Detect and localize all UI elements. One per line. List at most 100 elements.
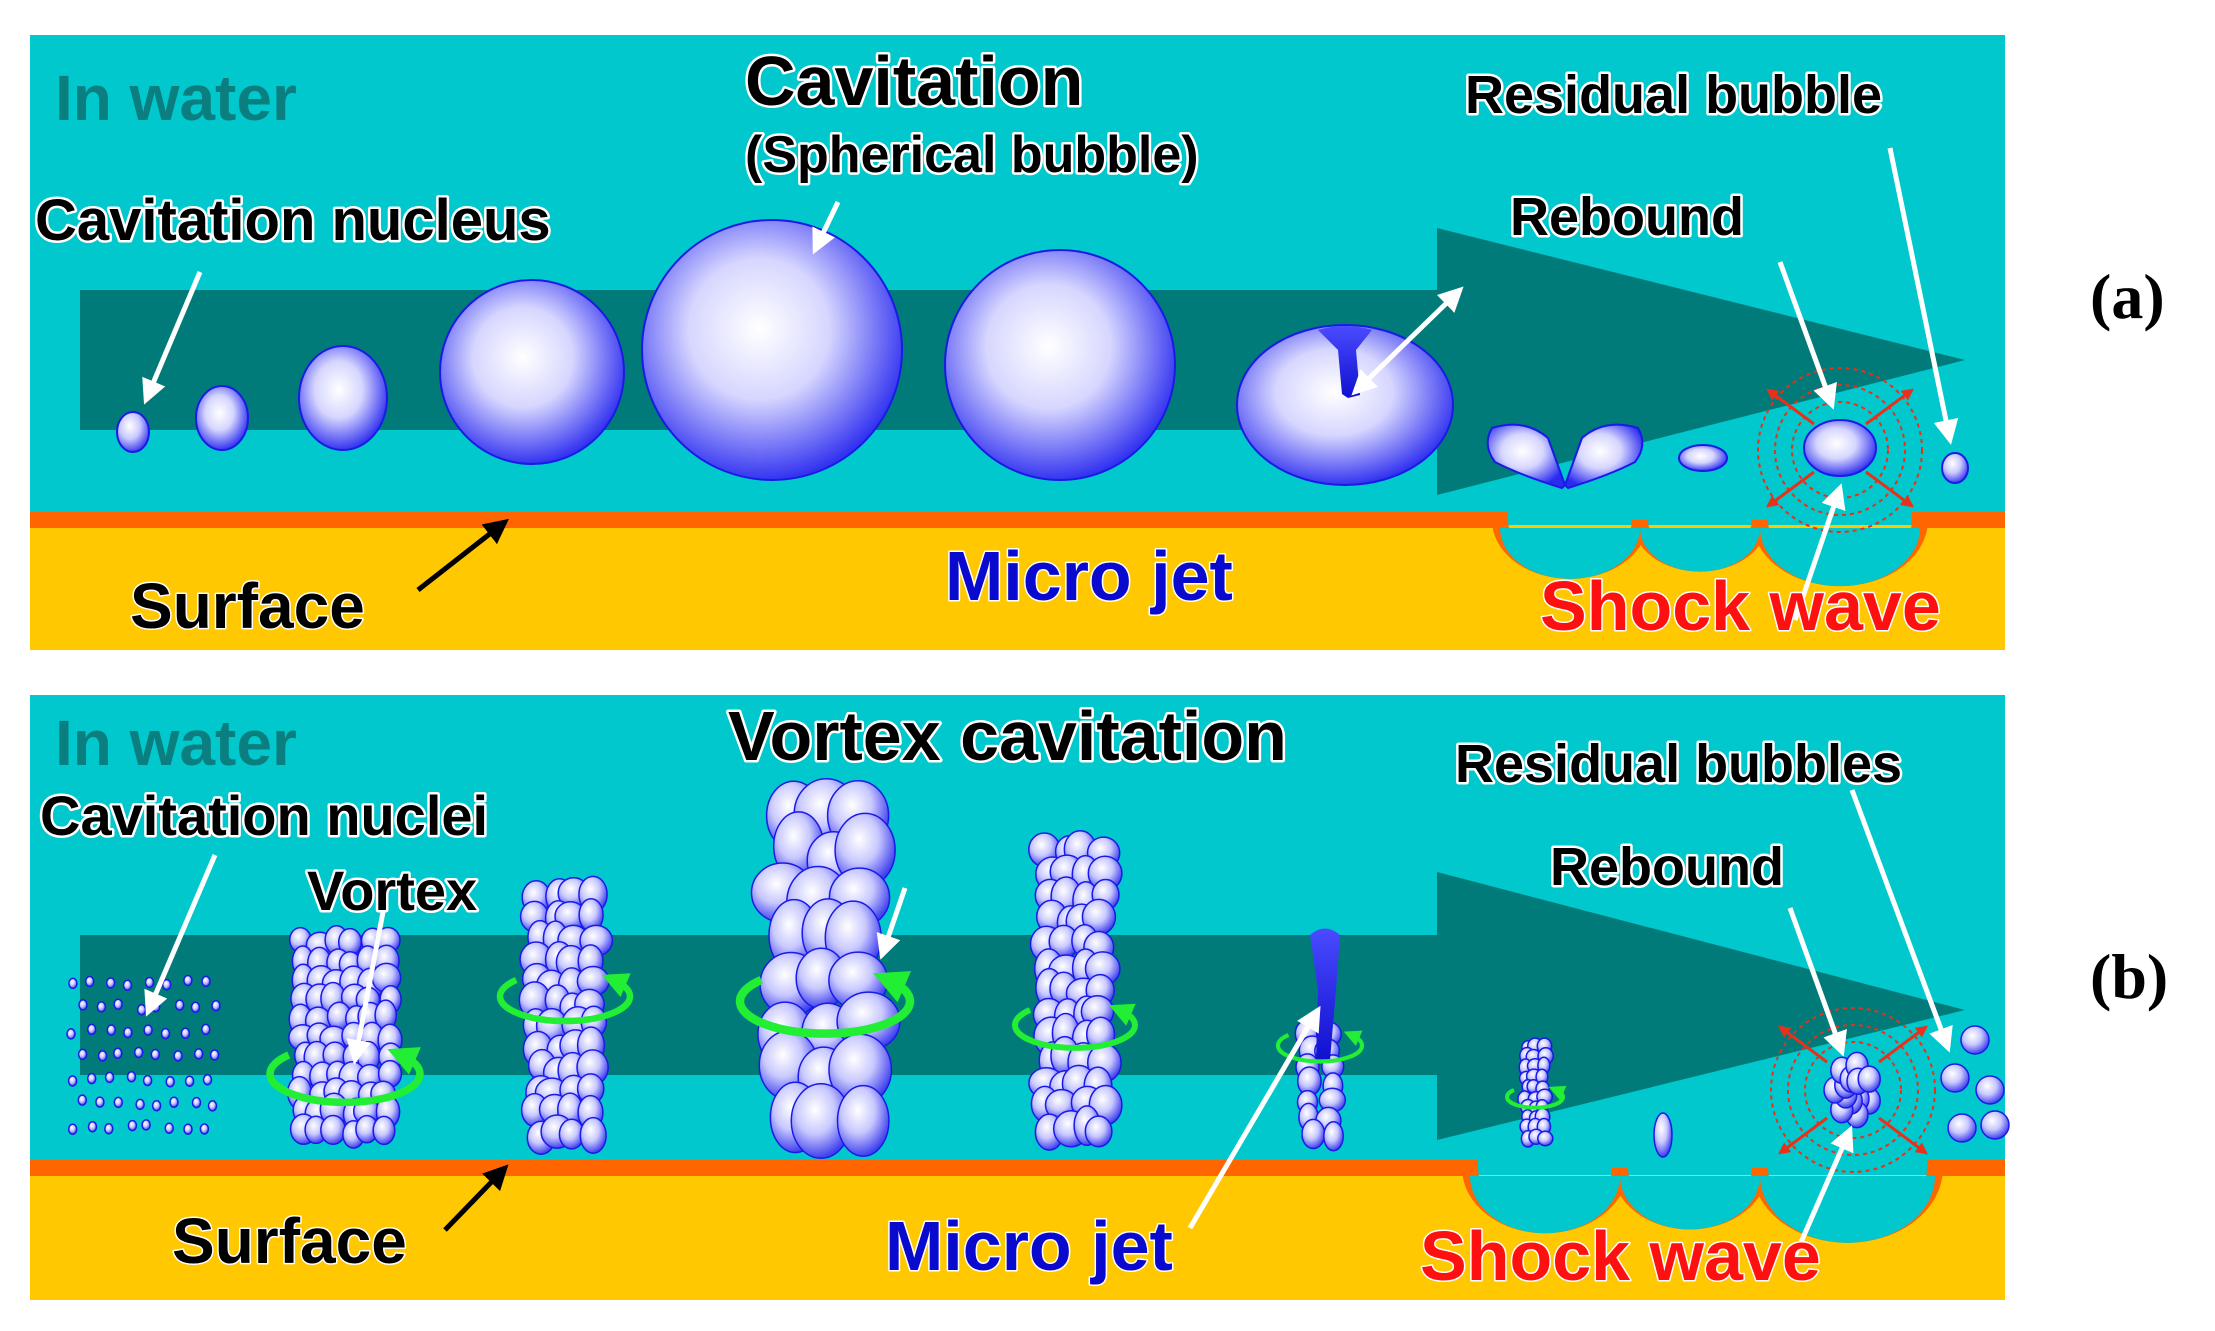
nucleus-dot	[104, 1123, 114, 1135]
green-curved-arrow-icon	[1275, 1030, 1365, 1064]
cluster-bubble	[1301, 1118, 1326, 1150]
nucleus-dot	[211, 999, 221, 1012]
cluster-bubble	[1537, 1130, 1554, 1147]
label-surface: Surface	[172, 1205, 407, 1277]
label-cavitation-sub: (Spherical bubble)	[745, 126, 1199, 184]
label-cavitation-title: Cavitation	[745, 42, 1083, 120]
nucleus-dot	[142, 1074, 153, 1087]
shock-ring-outer	[1757, 367, 1923, 533]
nucleus-dot	[173, 1050, 183, 1062]
nucleus-dot	[126, 1071, 137, 1083]
nucleus-dot	[150, 1048, 161, 1061]
label-shock-wave: Shock wave	[1420, 1217, 1821, 1295]
cluster-bubble	[320, 1114, 347, 1146]
bubble-large	[439, 279, 625, 465]
bubble-max	[641, 219, 903, 481]
nucleus-dot	[190, 1001, 201, 1014]
nucleus-dot	[87, 1121, 98, 1133]
cluster-bubble	[1857, 1065, 1881, 1093]
nucleus-dot	[151, 1099, 162, 1112]
nucleus-dot	[122, 979, 133, 992]
nucleus-dot	[161, 978, 172, 991]
black-arrow-icon	[416, 518, 509, 592]
nucleus-dot	[68, 977, 78, 990]
nucleus-dot	[136, 1004, 147, 1016]
nucleus-dot	[165, 1076, 175, 1088]
label-residual: Residual bubble	[1465, 65, 1882, 125]
nucleus-dot	[106, 1024, 117, 1036]
nucleus-dot	[123, 1026, 133, 1039]
nucleus-dot	[113, 998, 123, 1011]
nucleus-dot	[113, 1096, 124, 1109]
bubble-residual	[1960, 1025, 1990, 1055]
bubble-residual-group	[1940, 1025, 2010, 1143]
nucleus-dot	[199, 1123, 210, 1135]
nucleus-dot	[191, 1096, 202, 1109]
nucleus-dot	[202, 1074, 213, 1086]
nucleus-dot	[95, 1096, 105, 1108]
label-cavitation-nuclei: Cavitation nuclei	[40, 784, 488, 847]
label-shock-wave: Shock wave	[1540, 567, 1941, 645]
label-rebound: Rebound	[1550, 837, 1784, 897]
nucleus-dot	[174, 999, 185, 1011]
nucleus-dot	[113, 1047, 123, 1060]
nucleus-dot	[66, 1028, 76, 1040]
white-arrow-icon	[142, 147, 1959, 621]
nucleus-dot	[209, 1049, 220, 1061]
nucleus-dot	[135, 1098, 145, 1111]
nucleus-dot	[96, 1001, 107, 1013]
label-micro-jet: Micro jet	[945, 537, 1233, 615]
label-surface: Surface	[130, 570, 365, 642]
label-in-water: In water	[55, 707, 297, 779]
nucleus-dot	[77, 1094, 88, 1106]
nucleus-dot	[104, 1071, 115, 1084]
nucleus-dot	[143, 1024, 153, 1036]
label-vortex: Vortex	[307, 859, 477, 922]
bubble-rebound	[1803, 419, 1877, 477]
bubble-residual	[1941, 452, 1969, 484]
shock-ring-mid	[1774, 384, 1906, 516]
nucleus-dot	[84, 975, 95, 988]
green-curved-arrow-icon	[735, 971, 915, 1038]
nucleus-dot	[67, 1075, 78, 1087]
bubble-residual	[1980, 1110, 2010, 1140]
label-vortex-cavitation: Vortex cavitation	[728, 697, 1287, 775]
green-curved-arrow-icon	[266, 971, 1567, 1110]
black-arrow-icon	[443, 1164, 509, 1232]
label-in-water: In water	[55, 62, 297, 134]
label-micro-jet: Micro jet	[885, 1207, 1173, 1285]
bubble-shrinking	[944, 249, 1176, 481]
nucleus-dot	[77, 1048, 88, 1061]
panel-b: In water Cavitation nuclei Vortex Vortex…	[30, 695, 2010, 1300]
label-residual: Residual bubbles	[1455, 734, 1902, 794]
bubble-residual	[1947, 1113, 1977, 1143]
nucleus-dot	[133, 1046, 144, 1059]
cluster-bubble	[836, 1084, 890, 1157]
panel-a-id: (a)	[2090, 261, 2165, 332]
cluster-bubble	[1323, 1120, 1344, 1152]
bubble-residual	[1940, 1063, 1970, 1093]
bubble-nucleus	[116, 411, 150, 453]
bubble-small	[195, 385, 249, 451]
nucleus-dot	[67, 1123, 78, 1135]
nucleus-dot	[78, 999, 88, 1011]
green-curved-arrow-icon	[496, 973, 634, 1025]
nucleus-dot	[127, 1119, 138, 1132]
nucleus-dot	[164, 1122, 174, 1134]
nucleus-dot	[180, 1027, 191, 1040]
bubble-medium	[298, 345, 388, 451]
cluster-bubble	[579, 1116, 607, 1154]
nucleus-dot	[86, 1072, 97, 1085]
green-curved-arrow-icon	[1505, 1085, 1567, 1110]
nucleus-dot	[97, 1050, 108, 1062]
nucleus-dot	[184, 1075, 195, 1087]
nucleus-dot	[86, 1023, 97, 1036]
green-curved-arrow-icon	[1012, 1003, 1138, 1051]
nucleus-dot	[193, 1048, 204, 1060]
nucleus-dot	[201, 1023, 211, 1036]
nuclei-field	[66, 974, 221, 1135]
shock-ring-mid	[1787, 1024, 1919, 1156]
pit-fill	[1500, 528, 1920, 587]
